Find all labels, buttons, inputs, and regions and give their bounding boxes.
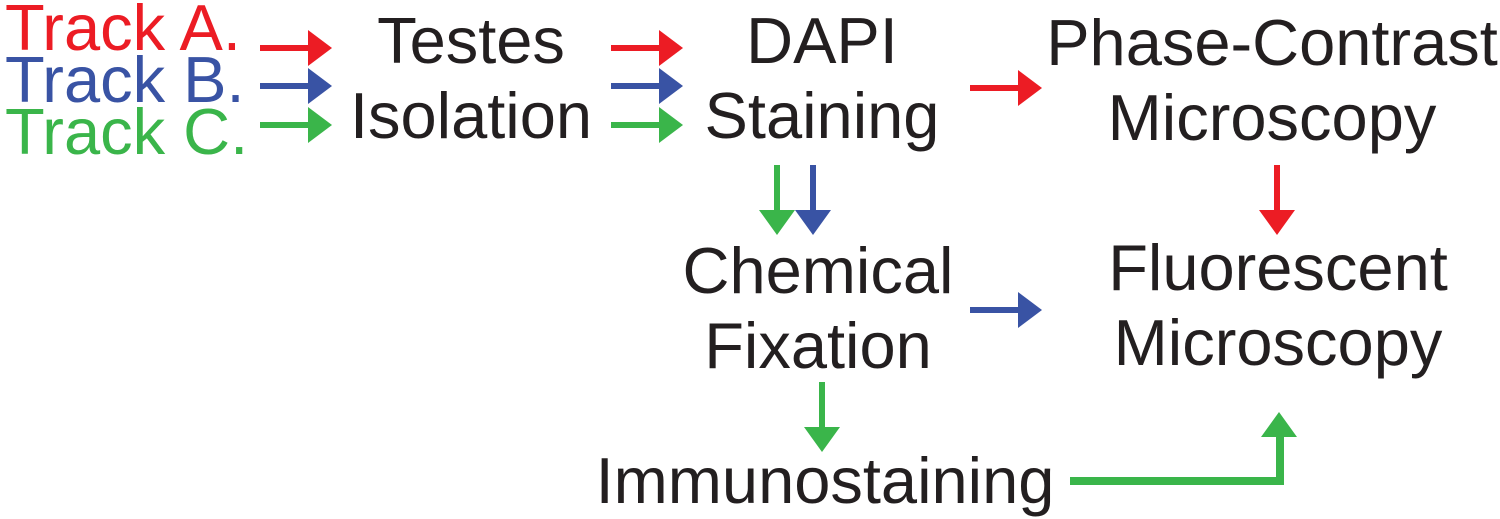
arrow-red-dapi-to-phase-contrast <box>970 70 1042 106</box>
node-dapi-staining: DAPI Staining <box>672 3 972 153</box>
node-line: Fluorescent <box>1108 231 1448 304</box>
arrow-track-b-to-testes-isolation <box>260 68 332 104</box>
node-line: Staining <box>704 79 940 152</box>
track-a-label: Track A. <box>5 0 241 64</box>
node-fluorescent-microscopy: Fluorescent Microscopy <box>1108 230 1448 380</box>
arrow-green-chemical-fixation-to-immunostaining <box>804 382 840 452</box>
arrow-track-c-to-testes-isolation <box>260 107 332 143</box>
arrow-green-immunostaining-to-fluorescent <box>1070 412 1300 487</box>
arrow-blue-testes-to-dapi <box>611 68 683 104</box>
node-chemical-fixation: Chemical Fixation <box>668 233 968 383</box>
node-line: Chemical <box>682 234 954 307</box>
node-immunostaining: Immunostaining <box>590 443 1060 518</box>
node-line: Fixation <box>704 309 932 382</box>
node-line: Testes <box>377 4 565 77</box>
node-phase-contrast-microscopy: Phase-Contrast Microscopy <box>1042 5 1500 155</box>
node-line: Microscopy <box>1107 81 1437 154</box>
track-b-label: Track B. <box>5 43 245 116</box>
arrow-blue-dapi-to-chemical-fixation <box>795 165 831 235</box>
node-line: DAPI <box>746 4 898 77</box>
node-testes-isolation: Testes Isolation <box>321 3 621 153</box>
arrow-green-dapi-to-chemical-fixation <box>759 165 795 235</box>
arrow-track-a-to-testes-isolation <box>260 30 332 66</box>
arrow-green-testes-to-dapi <box>611 107 683 143</box>
node-line: Isolation <box>349 79 593 152</box>
node-line: Microscopy <box>1113 306 1443 379</box>
track-c-label: Track C. <box>5 95 249 168</box>
arrow-blue-chemical-fixation-to-fluorescent <box>970 292 1042 328</box>
track-legend: Track A. Track B. Track C. <box>5 0 249 168</box>
arrow-red-phase-contrast-to-fluorescent <box>1259 165 1295 235</box>
node-line: Phase-Contrast <box>1046 6 1498 79</box>
node-line: Immunostaining <box>595 444 1055 517</box>
arrow-red-testes-to-dapi <box>611 30 683 66</box>
